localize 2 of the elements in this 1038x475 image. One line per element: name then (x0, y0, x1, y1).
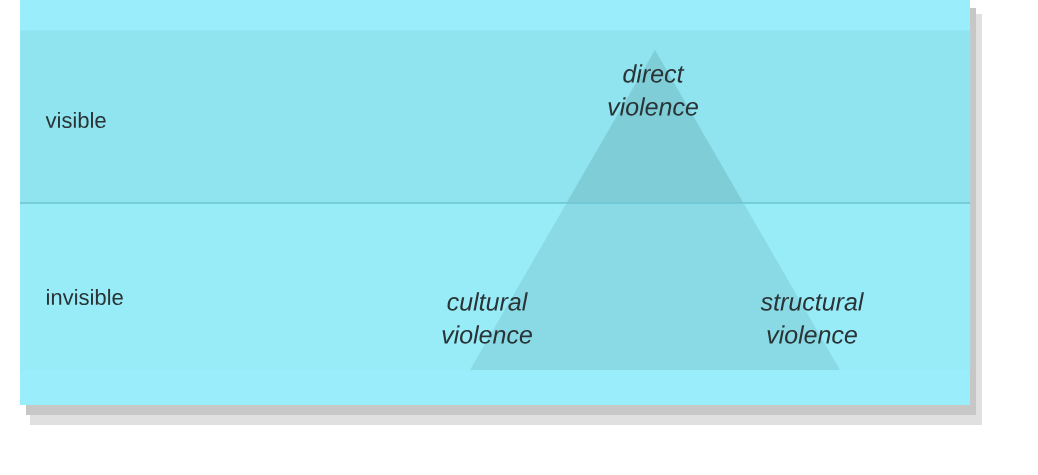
node-label: invisible (47, 288, 123, 306)
node-label: direct violence (608, 64, 698, 116)
